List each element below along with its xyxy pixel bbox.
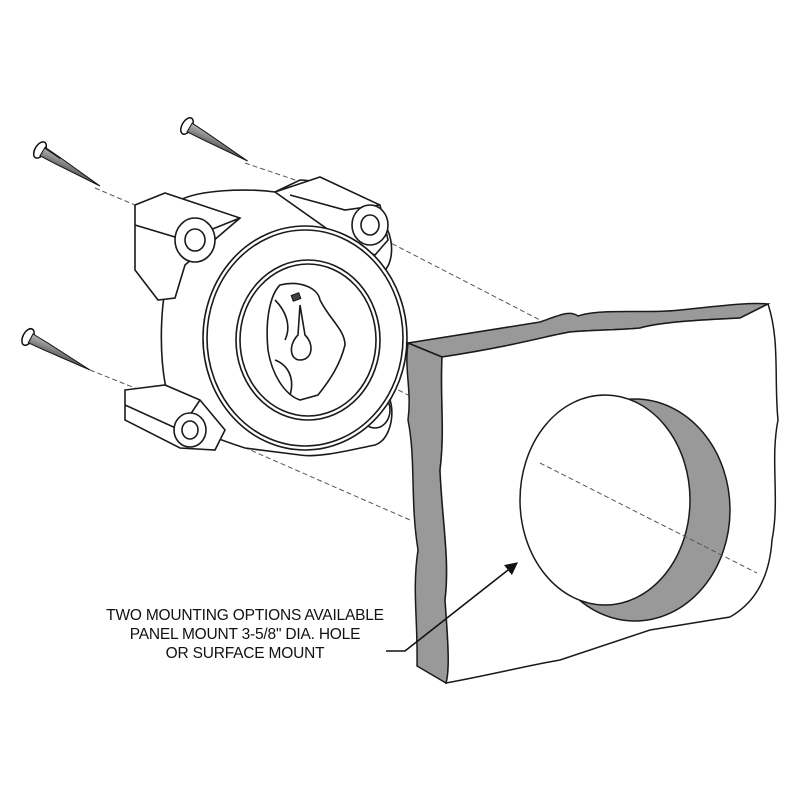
callout-line-2: PANEL MOUNT 3-5/8" DIA. HOLE <box>129 626 361 643</box>
mounting-options-callout: TWO MOUNTING OPTIONS AVAILABLE PANEL MOU… <box>80 606 410 663</box>
rotary-switch-icon <box>124 176 408 457</box>
screw-icon <box>180 117 248 162</box>
screw-icon <box>21 327 91 371</box>
callout-line-1: TWO MOUNTING OPTIONS AVAILABLE <box>106 607 384 624</box>
callout-line-3: OR SURFACE MOUNT <box>165 645 325 662</box>
callout-leader-arrow <box>386 562 519 652</box>
screw-icon <box>32 141 101 187</box>
center-axis-line <box>539 462 758 574</box>
panel-with-hole-icon <box>405 302 779 685</box>
